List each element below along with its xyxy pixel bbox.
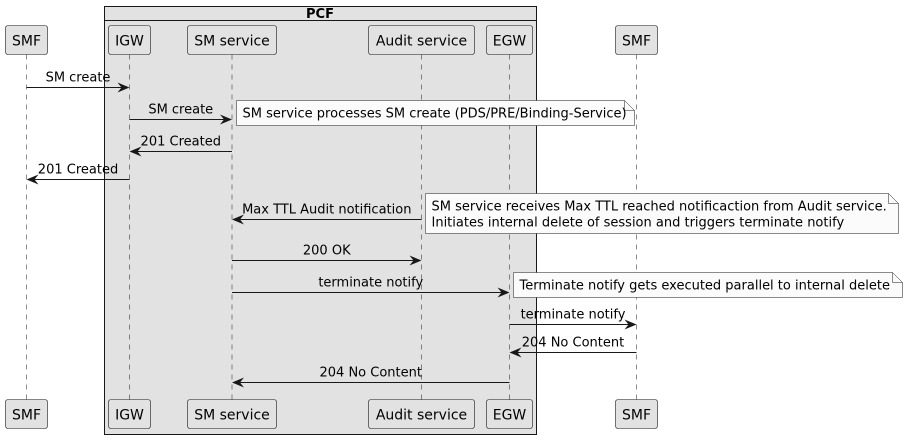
participant-audit-bottom: Audit service bbox=[368, 399, 475, 429]
note-fold bbox=[892, 272, 903, 283]
participant-label: IGW bbox=[115, 34, 144, 50]
message-label: 204 No Content bbox=[320, 366, 422, 381]
participant-label: SMF bbox=[622, 34, 651, 50]
message-2: SM create bbox=[129, 103, 232, 125]
note-box bbox=[236, 100, 635, 126]
message-6: 200 OK bbox=[232, 244, 422, 266]
participant-label: SMF bbox=[622, 408, 651, 424]
note-box bbox=[425, 193, 899, 234]
participant-label: Audit service bbox=[376, 34, 467, 50]
participant-smf1-top: SMF bbox=[5, 25, 48, 55]
participant-sm-top: SM service bbox=[187, 25, 277, 55]
note-fold bbox=[624, 100, 635, 111]
note-1: SM service processes SM create (PDS/PRE/… bbox=[236, 100, 635, 126]
participant-box bbox=[368, 25, 475, 55]
pcf-group-title: PCF bbox=[306, 7, 334, 22]
participant-label: SMF bbox=[12, 34, 41, 50]
note-text-line: SM service receives Max TTL reached noti… bbox=[432, 200, 887, 215]
participant-label: Audit service bbox=[376, 408, 467, 424]
messages: SM create SM create 201 Created 201 Created… bbox=[26, 71, 637, 388]
message-label: Max TTL Audit notification bbox=[242, 203, 411, 218]
participant-label: SM service bbox=[194, 408, 270, 424]
participant-box bbox=[486, 399, 533, 429]
participant-audit-top: Audit service bbox=[368, 25, 475, 55]
message-1: SM create bbox=[26, 71, 130, 93]
note-2: SM service receives Max TTL reached noti… bbox=[425, 193, 899, 234]
message-9: 204 No Content bbox=[509, 336, 637, 358]
message-8: terminate notify bbox=[509, 308, 637, 330]
message-label: terminate notify bbox=[318, 276, 423, 291]
message-label: 204 No Content bbox=[522, 336, 624, 351]
message-label: SM create bbox=[46, 71, 111, 86]
note-3: Terminate notify gets executed parallel … bbox=[513, 272, 903, 298]
participant-box bbox=[5, 25, 48, 55]
participant-egw-bottom: EGW bbox=[486, 399, 533, 429]
participant-label: EGW bbox=[493, 34, 527, 50]
message-10: 204 No Content bbox=[232, 366, 510, 388]
participant-smf1-bottom: SMF bbox=[5, 399, 48, 429]
participant-box bbox=[615, 25, 658, 55]
participant-igw-top: IGW bbox=[108, 25, 151, 55]
message-label: 200 OK bbox=[303, 244, 351, 259]
participant-label: SM service bbox=[194, 34, 270, 50]
participant-box bbox=[187, 399, 277, 429]
participant-box bbox=[486, 25, 533, 55]
participant-egw-top: EGW bbox=[486, 25, 533, 55]
participant-smf2-top: SMF bbox=[615, 25, 658, 55]
participant-label: SMF bbox=[12, 408, 41, 424]
note-text-line: Terminate notify gets executed parallel … bbox=[519, 279, 890, 294]
participant-box bbox=[368, 399, 475, 429]
message-3: 201 Created bbox=[129, 135, 232, 157]
participant-label: EGW bbox=[493, 408, 527, 424]
message-label: 201 Created bbox=[38, 163, 118, 178]
participant-igw-bottom: IGW bbox=[108, 399, 151, 429]
participant-box bbox=[187, 25, 277, 55]
note-fold bbox=[888, 193, 899, 204]
note-box bbox=[513, 272, 903, 298]
participant-smf2-bottom: SMF bbox=[615, 399, 658, 429]
note-text-line: SM service processes SM create (PDS/PRE/… bbox=[243, 107, 627, 122]
participant-box bbox=[615, 399, 658, 429]
note-text-line: Initiates internal delete of session and… bbox=[432, 216, 845, 231]
participant-sm-bottom: SM service bbox=[187, 399, 277, 429]
notes: SM service processes SM create (PDS/PRE/… bbox=[236, 100, 903, 298]
message-7: terminate notify bbox=[232, 276, 510, 298]
participant-label: IGW bbox=[115, 408, 144, 424]
message-label: terminate notify bbox=[521, 308, 626, 323]
participant-box bbox=[108, 25, 151, 55]
message-label: SM create bbox=[148, 103, 213, 118]
participant-box bbox=[5, 399, 48, 429]
participant-box bbox=[108, 399, 151, 429]
message-4: 201 Created bbox=[26, 163, 130, 185]
message-5: Max TTL Audit notification bbox=[232, 203, 422, 225]
message-label: 201 Created bbox=[141, 135, 221, 150]
